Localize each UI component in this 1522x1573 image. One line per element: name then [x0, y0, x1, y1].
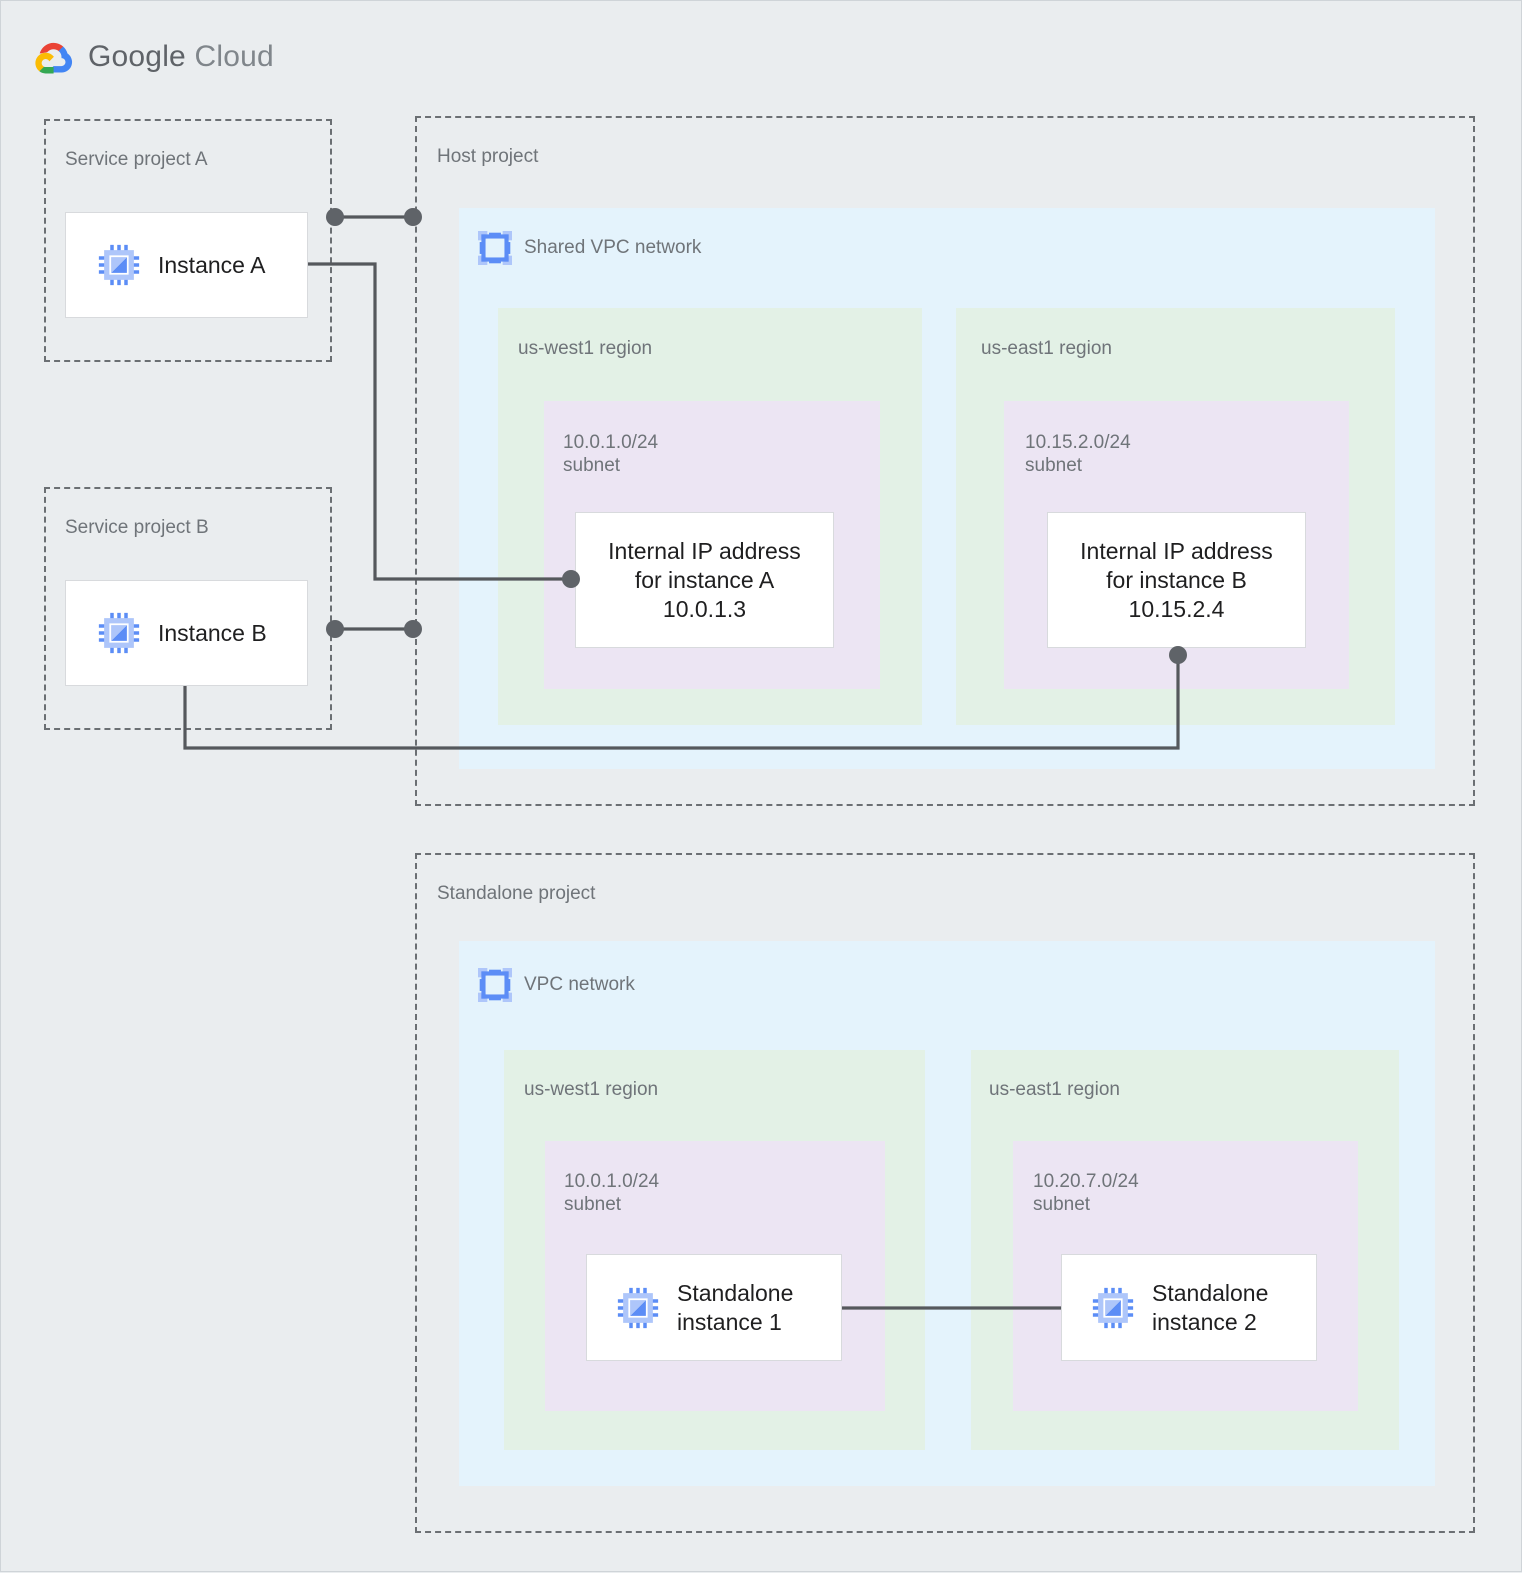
standalone-region-us-east1-label: us-east1 region [989, 1079, 1120, 1100]
instance-a-card[interactable]: Instance A [65, 212, 308, 318]
google-cloud-brand: Google Cloud [34, 39, 274, 75]
internal-ip-instance-b-text: Internal IP address for instance B 10.15… [1080, 537, 1273, 622]
standalone-region-us-west1-label: us-west1 region [524, 1079, 659, 1100]
service-project-a-label: Service project A [65, 149, 208, 170]
standalone-instance-2-card[interactable]: Standalone instance 2 [1061, 1254, 1317, 1361]
standalone-subnet-10-20-7-0-24-label: 10.20.7.0/24 subnet [1033, 1171, 1139, 1215]
standalone-instance-1-label: Standalone instance 1 [677, 1279, 794, 1335]
host-region-us-east1-label: us-east1 region [981, 338, 1112, 359]
connector-instance-a-to-host-project [326, 208, 422, 226]
compute-instance-icon [98, 244, 140, 286]
internal-ip-instance-b-card[interactable]: Internal IP address for instance B 10.15… [1047, 512, 1306, 648]
shared-vpc-network-header: Shared VPC network [478, 231, 701, 265]
host-region-us-west1-label: us-west1 region [518, 338, 653, 359]
brand-wordmark: Google Cloud [88, 40, 274, 74]
standalone-instance-1-card[interactable]: Standalone instance 1 [586, 1254, 842, 1361]
host-subnet-10-0-1-0-24-label: 10.0.1.0/24 subnet [563, 432, 659, 476]
host-subnet-10-15-2-0-24-label: 10.15.2.0/24 subnet [1025, 432, 1131, 476]
internal-ip-instance-a-text: Internal IP address for instance A 10.0.… [608, 537, 801, 622]
standalone-project-label: Standalone project [437, 883, 596, 904]
standalone-vpc-network-header: VPC network [478, 968, 635, 1002]
brand-word-google: Google [88, 40, 186, 73]
compute-instance-icon [617, 1287, 659, 1328]
connector-instance-b-to-host-project [326, 620, 422, 638]
host-project-label: Host project [437, 146, 539, 167]
instance-b-card[interactable]: Instance B [65, 580, 308, 686]
compute-instance-icon [1092, 1287, 1134, 1328]
internal-ip-instance-a-card[interactable]: Internal IP address for instance A 10.0.… [575, 512, 834, 648]
instance-a-label: Instance A [158, 251, 266, 278]
google-cloud-logo [35, 42, 73, 74]
vpc-network-icon [478, 968, 512, 1002]
service-project-a-container[interactable] [44, 119, 332, 362]
brand-word-cloud: Cloud [194, 40, 274, 73]
service-project-b-label: Service project B [65, 517, 209, 538]
standalone-vpc-network-title: VPC network [524, 974, 635, 995]
standalone-project-container[interactable] [415, 853, 1475, 1533]
shared-vpc-network-title: Shared VPC network [524, 237, 702, 258]
standalone-subnet-10-0-1-0-24-label: 10.0.1.0/24 subnet [564, 1171, 660, 1215]
instance-b-label: Instance B [158, 619, 267, 646]
vpc-network-icon [478, 231, 512, 265]
compute-instance-icon [98, 612, 140, 654]
standalone-instance-2-label: Standalone instance 2 [1152, 1279, 1269, 1335]
